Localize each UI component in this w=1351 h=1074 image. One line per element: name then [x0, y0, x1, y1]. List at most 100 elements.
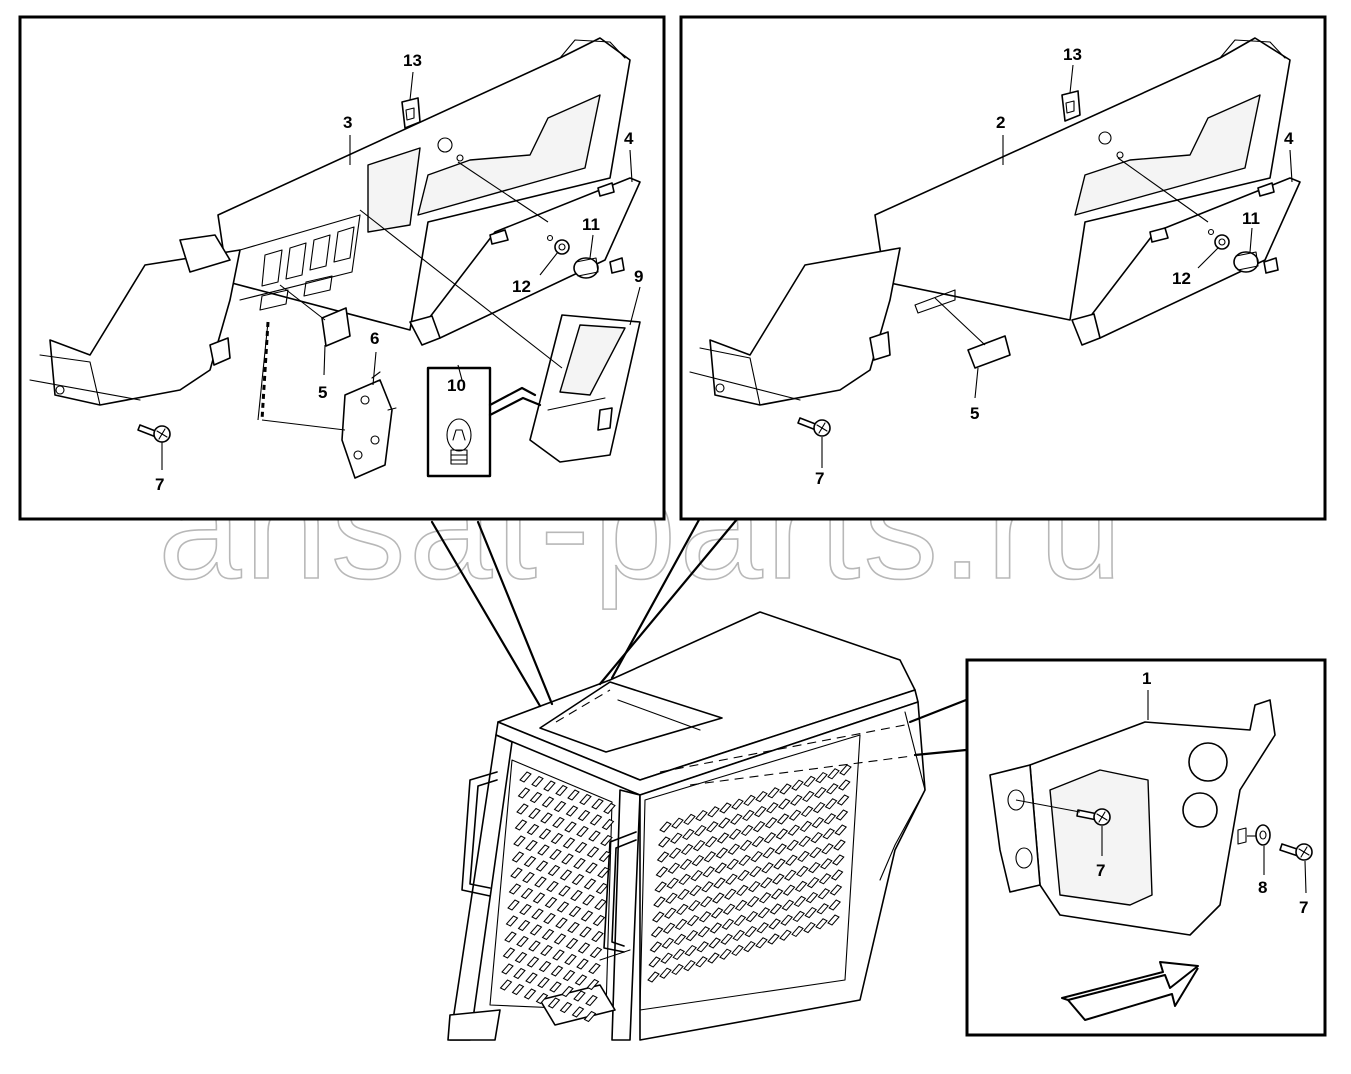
mesh-hole	[825, 783, 839, 795]
mesh-hole	[747, 880, 761, 893]
mesh-hole	[823, 813, 837, 825]
mesh-hole	[517, 787, 531, 799]
mesh-holes	[499, 764, 852, 1023]
mesh-hole	[769, 903, 783, 915]
mesh-hole	[829, 884, 843, 896]
mesh-hole	[659, 821, 672, 833]
mesh-hole	[819, 858, 833, 870]
mesh-hole	[573, 990, 586, 1002]
mesh-hole	[744, 925, 758, 938]
mesh-hole	[651, 911, 665, 923]
mesh-hole	[740, 824, 754, 837]
mesh-hole	[691, 854, 705, 867]
mesh-hole	[681, 828, 695, 841]
mesh-hole	[798, 835, 812, 848]
callout-10: 10	[447, 376, 466, 395]
screw-7-bottom-right	[1279, 843, 1313, 861]
mesh-hole	[543, 780, 556, 792]
callout-11: 11	[582, 215, 600, 234]
callout-4: 4	[624, 129, 634, 148]
mesh-hole	[535, 860, 549, 872]
mesh-hole	[519, 771, 532, 783]
mesh-hole	[523, 988, 537, 1000]
mesh-hole	[520, 887, 534, 900]
mesh-hole	[550, 965, 564, 977]
mesh-hole	[535, 992, 549, 1005]
mesh-hole	[601, 818, 615, 831]
mesh-hole	[815, 771, 828, 784]
mesh-hole	[507, 899, 520, 911]
washer-12-right	[1207, 228, 1230, 250]
mesh-hole	[715, 847, 729, 859]
mesh-hole	[547, 864, 561, 877]
mesh-hole	[679, 858, 693, 871]
mesh-hole	[550, 832, 564, 845]
zoom-leaders	[430, 516, 968, 786]
mesh-hole	[671, 963, 684, 976]
mesh-hole	[594, 898, 607, 911]
mesh-hole	[799, 820, 813, 833]
mesh-hole	[714, 862, 728, 874]
mesh-hole	[726, 858, 740, 870]
mesh-hole	[812, 801, 826, 814]
console-slots	[259, 226, 355, 311]
mesh-hole	[727, 843, 741, 855]
mesh-hole	[795, 865, 809, 878]
callout-9: 9	[634, 267, 643, 286]
callout-11-right: 11	[1242, 209, 1260, 228]
mesh-hole	[699, 896, 713, 908]
mesh-hole	[546, 880, 559, 893]
mesh-hole	[561, 985, 574, 998]
mesh-hole	[759, 877, 773, 889]
mesh-hole	[576, 958, 589, 970]
cover-plate-4	[409, 177, 641, 346]
detail-panel-bottom-right: 1 7 8 7	[965, 658, 1327, 1037]
mesh-hole	[800, 805, 814, 818]
mesh-hole	[586, 978, 600, 991]
mesh-hole	[719, 802, 732, 814]
mesh-hole	[672, 948, 686, 961]
mesh-hole	[794, 880, 808, 893]
mesh-hole	[591, 930, 604, 943]
mesh-hole	[745, 910, 759, 923]
switch-knob-11	[573, 257, 599, 279]
mesh-hole	[552, 816, 565, 829]
mesh-hole	[513, 967, 526, 980]
mesh-hole	[683, 959, 696, 972]
mesh-hole	[770, 888, 784, 900]
cap-5-right	[967, 335, 1011, 369]
mesh-hole	[743, 794, 756, 807]
callout-5: 5	[318, 383, 327, 402]
mesh-hole	[570, 889, 583, 902]
mesh-hole	[757, 907, 771, 919]
callout-12: 12	[512, 277, 531, 296]
mesh-hole	[809, 846, 822, 859]
mesh-hole	[758, 892, 772, 904]
mesh-hole	[577, 809, 591, 822]
cab-assembly	[447, 611, 926, 1041]
mesh-hole	[657, 836, 671, 848]
mesh-hole	[735, 884, 749, 897]
mesh-hole	[662, 922, 676, 934]
mesh-hole	[514, 819, 528, 831]
mesh-hole	[567, 921, 580, 934]
mesh-hole	[791, 779, 804, 791]
mesh-hole	[743, 940, 756, 953]
mesh-hole	[556, 901, 570, 913]
mesh-hole	[837, 779, 851, 791]
mesh-hole	[704, 836, 718, 848]
detail-panel-left: 3 13 4 11 12 9 10 5 6 7	[18, 15, 666, 521]
mesh-hole	[586, 846, 600, 858]
mesh-hole	[660, 952, 674, 964]
mesh-hole	[810, 831, 824, 844]
mesh-hole	[765, 802, 779, 814]
mesh-hole	[689, 884, 702, 897]
callout-6: 6	[370, 329, 379, 348]
mesh-hole	[806, 876, 820, 889]
callout-7: 7	[155, 475, 164, 494]
mesh-hole	[721, 918, 735, 930]
mesh-hole	[582, 894, 595, 906]
mesh-hole	[839, 764, 852, 776]
mesh-hole	[686, 914, 700, 927]
mesh-hole	[505, 915, 519, 927]
